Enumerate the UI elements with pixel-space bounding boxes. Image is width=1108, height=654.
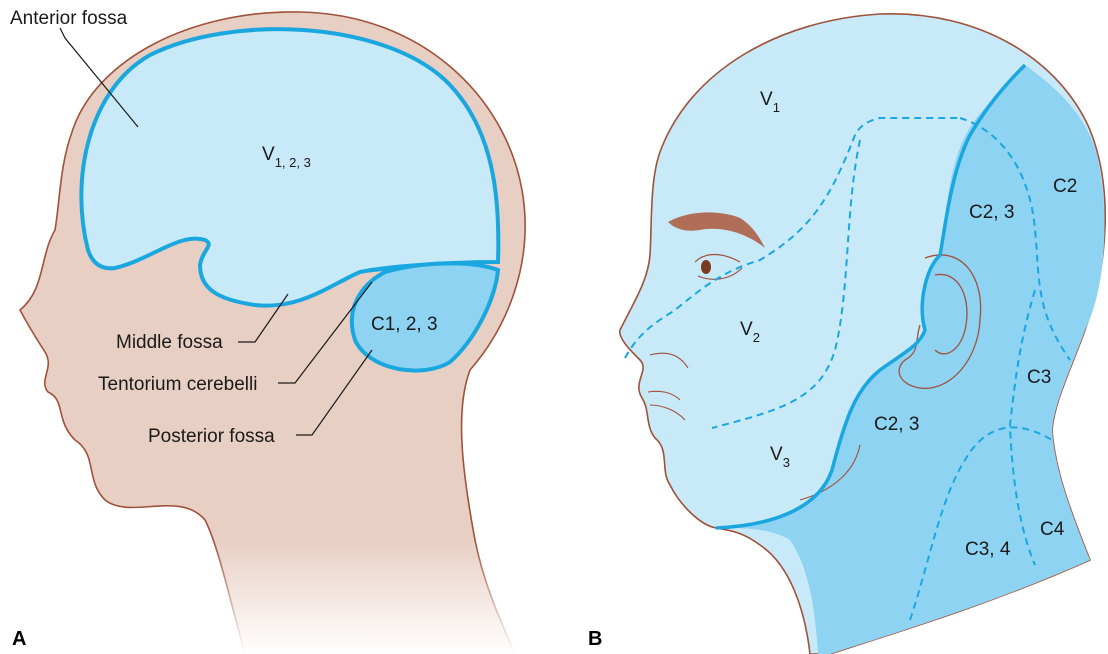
label-c2: C2: [1053, 176, 1077, 197]
label-v123-main: V: [262, 144, 275, 165]
label-middle-fossa: Middle fossa: [116, 332, 223, 353]
label-anterior-fossa: Anterior fossa: [10, 8, 128, 29]
label-tentorium: Tentorium cerebelli: [98, 374, 257, 395]
label-c2-3-lower: C2, 3: [874, 414, 919, 435]
label-v123-sub: 1, 2, 3: [275, 155, 311, 170]
label-posterior-fossa: Posterior fossa: [148, 426, 275, 447]
label-c4: C4: [1040, 519, 1065, 540]
label-v1-main: V: [760, 89, 773, 110]
panel-letter-a: A: [12, 628, 26, 650]
label-v2-main: V: [740, 319, 753, 340]
panel-b: V1 V2 V3 C2, 3 C2 C3 C2, 3 C4 C3, 4 B: [588, 14, 1105, 654]
label-c3-4: C3, 4: [965, 539, 1011, 560]
label-v1-sub: 1: [773, 100, 780, 115]
panel-a: Anterior fossa Middle fossa Tentorium ce…: [10, 8, 540, 654]
label-c2-3-upper: C2, 3: [969, 202, 1014, 223]
label-v2-sub: 2: [753, 330, 760, 345]
label-c3: C3: [1027, 367, 1051, 388]
label-v3-main: V: [770, 444, 783, 465]
panel-letter-b: B: [588, 628, 602, 650]
label-c123: C1, 2, 3: [371, 314, 438, 335]
label-v3-sub: 3: [783, 455, 790, 470]
neck-fade-a: [180, 540, 540, 654]
